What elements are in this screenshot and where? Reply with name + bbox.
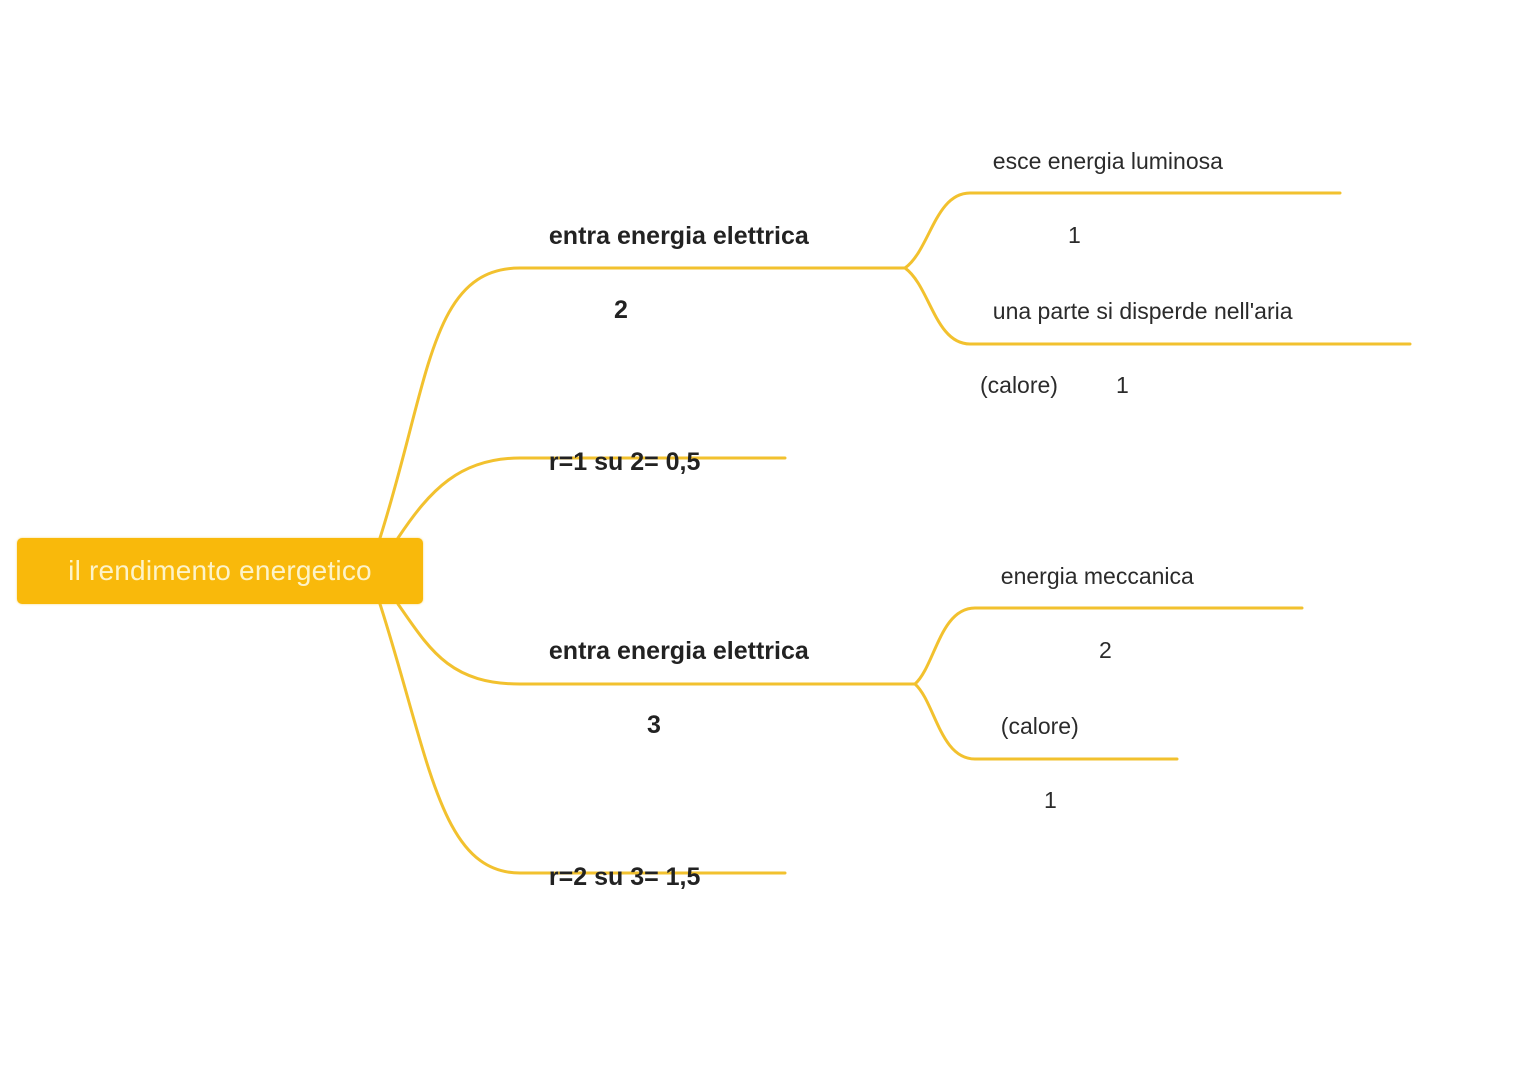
connector-b1-child-1 [903,191,1342,270]
b1-child-1-label: esce energia luminosa [992,148,1223,174]
b1-child-2-label2: (calore) [980,372,1058,398]
branch-3-value: 3 [647,711,661,739]
b1-child-1-value: 1 [1068,222,1081,248]
branch-node-3[interactable]: entra energia elettrica 3 [535,596,809,781]
branch-node-2[interactable]: r=1 su 2= 0,5 [535,407,701,481]
root-node-label: il rendimento energetico [68,555,372,586]
connector-branch-3 [396,602,917,686]
b1-child-2-node[interactable]: una parte si disperde nell'aria (calore)… [980,256,1293,441]
branch-2-label: r=1 su 2= 0,5 [548,448,701,476]
connector-b3-child-2 [913,682,1179,761]
b3-child-2-value: 1 [1044,787,1057,813]
branch-3-label: entra energia elettrica [548,637,809,665]
connector-b1-child-2 [903,266,1412,346]
b3-child-1-label: energia meccanica [1000,563,1194,589]
branch-node-4[interactable]: r=2 su 3= 1,5 [535,822,701,896]
branch-1-label: entra energia elettrica [548,222,809,250]
connector-branch-2 [396,456,787,540]
connector-branch-1 [378,266,907,540]
b1-child-2-label: una parte si disperde nell'aria [992,298,1293,324]
b1-child-2-value: 1 [1115,372,1129,398]
b3-child-2-label: (calore) [1000,713,1079,739]
b3-child-2-node[interactable]: (calore) 1 [988,671,1079,856]
connector-b3-child-1 [913,606,1304,686]
branch-node-1[interactable]: entra energia elettrica 2 [535,181,809,366]
b1-child-1-node[interactable]: esce energia luminosa 1 [980,106,1223,291]
root-node[interactable]: il rendimento energetico [17,538,423,604]
b3-child-1-value: 2 [1099,637,1112,663]
b3-child-1-node[interactable]: energia meccanica 2 [988,521,1194,706]
connector-branch-4 [378,602,787,875]
branch-1-value: 2 [614,296,628,324]
branch-4-label: r=2 su 3= 1,5 [548,863,701,891]
